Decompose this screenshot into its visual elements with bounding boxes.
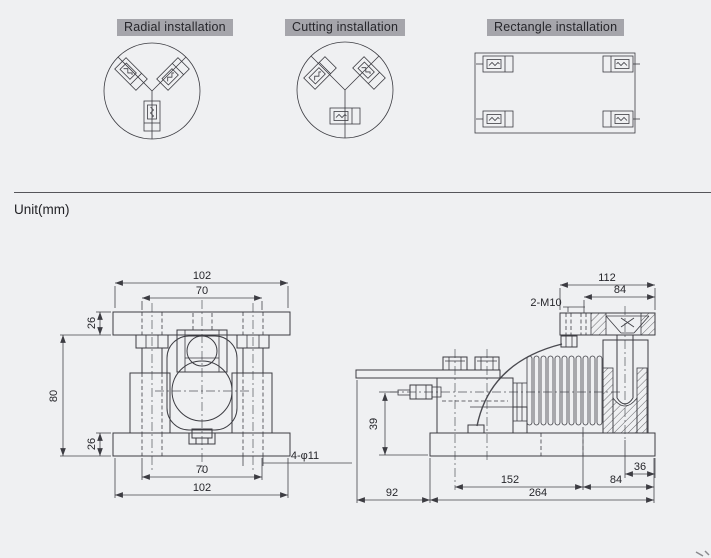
install-label-cutting: Cutting installation [285, 19, 406, 36]
dim-side-top-inner-width: 84 [614, 284, 626, 296]
dim-front-flange-top: 26 [86, 317, 98, 329]
dim-side-connector-height: 39 [368, 418, 380, 430]
side-posts [129, 372, 273, 434]
section-divider [14, 192, 711, 193]
install-label-radial: Radial installation [117, 19, 233, 36]
load-cell-side-body [436, 377, 528, 434]
page-corner-mark [695, 550, 710, 557]
side-view-dimensions: 112 84 2-M10 39 36 152 [356, 272, 656, 503]
front-view-dimensions: 102 70 26 80 26 70 [48, 270, 352, 498]
dim-front-inner-width-top: 70 [196, 285, 208, 297]
dim-side-right-edge: 36 [634, 461, 646, 473]
top-plate [112, 311, 291, 336]
dim-front-overall-width-top: 102 [193, 270, 211, 282]
dim-side-plate-overhang: 92 [386, 487, 398, 499]
front-view-drawing: 102 70 26 80 26 70 [48, 270, 352, 498]
dim-front-inner-width-bottom: 70 [196, 464, 208, 476]
dim-side-right-section: 84 [610, 474, 622, 486]
install-label-rectangle: Rectangle installation [487, 19, 625, 36]
dim-front-overall-width-bottom: 102 [193, 482, 211, 494]
dim-side-base-length: 264 [529, 487, 547, 499]
dim-front-mounting-holes: 4-φ11 [291, 450, 319, 462]
base-plate [429, 432, 656, 457]
hex-bolts [442, 356, 500, 371]
load-cell-symbol [482, 110, 514, 128]
side-view-drawing: 112 84 2-M10 39 36 152 [355, 272, 656, 503]
radial-installation-diagram [103, 42, 201, 140]
dim-front-flange-bottom: 26 [86, 438, 98, 450]
sensor-cable [476, 343, 563, 427]
cutting-installation-diagram [296, 41, 394, 139]
load-cell-symbol [114, 57, 148, 91]
load-cell-symbol [303, 56, 337, 90]
dim-side-top-plate-width: 112 [598, 272, 616, 284]
platform-rectangle [474, 52, 636, 134]
bottom-plate [112, 432, 291, 457]
dim-side-thread-spec: 2-M10 [530, 297, 561, 309]
dim-front-body-height: 80 [48, 390, 60, 402]
load-cell-symbol [602, 110, 634, 128]
bellows [513, 355, 603, 426]
load-cell-symbol [156, 57, 190, 91]
mounting-bolt-left [135, 334, 169, 374]
rocker-pin-assembly [602, 335, 649, 434]
dim-side-body-length: 152 [501, 474, 519, 486]
load-cell-symbol [482, 55, 514, 73]
load-cell-symbol [352, 56, 386, 90]
top-load-plate [559, 312, 656, 336]
rectangle-installation-diagram [474, 52, 640, 134]
mounting-plate [355, 369, 501, 379]
cable-connector [560, 335, 578, 348]
unit-label: Unit(mm) [14, 202, 70, 217]
load-cell-symbol [602, 55, 634, 73]
